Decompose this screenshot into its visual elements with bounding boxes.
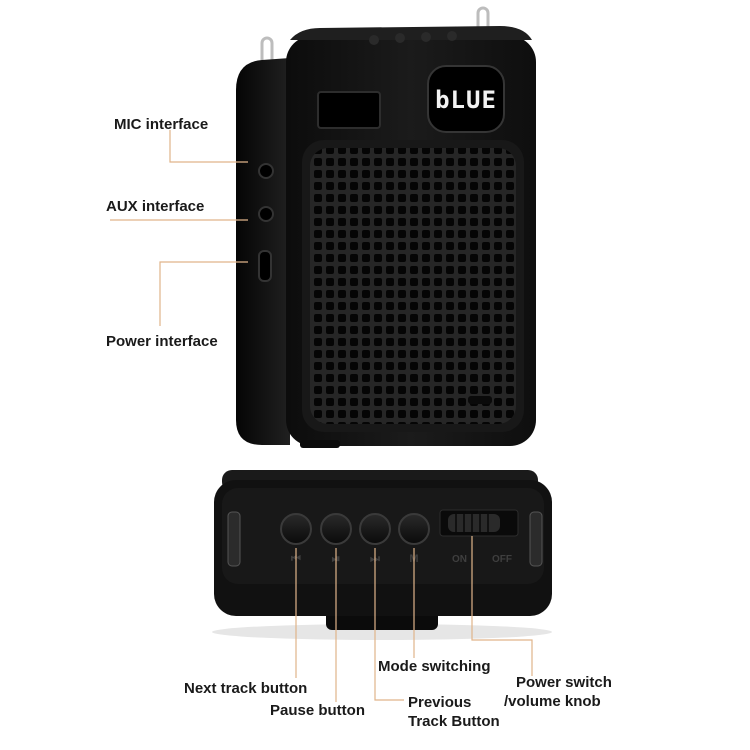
aux-port bbox=[258, 206, 274, 222]
leader-lines bbox=[110, 130, 533, 702]
mic-port bbox=[258, 163, 274, 179]
speaker-top-view: ⏮ ⏯ ⏭ M ON OFF bbox=[212, 470, 552, 640]
previous-track-label-line2: Track Button bbox=[408, 713, 500, 730]
power-switch-label-line1: Power switch bbox=[516, 674, 612, 691]
mode-switching-label: Mode switching bbox=[378, 658, 491, 675]
aux-interface-label: AUX interface bbox=[106, 198, 205, 215]
speaker-grille bbox=[310, 148, 516, 424]
on-text: ON bbox=[452, 554, 467, 565]
off-text: OFF bbox=[492, 554, 512, 565]
power-switch-label-line2: /volume knob bbox=[504, 693, 601, 710]
display-text: bLUE bbox=[435, 86, 497, 114]
power-port bbox=[258, 250, 272, 282]
previous-track-label-line1: Previous bbox=[408, 694, 472, 711]
next-track-label: Next track button bbox=[184, 680, 308, 697]
card-slot bbox=[317, 91, 381, 129]
pause-label: Pause button bbox=[270, 702, 366, 719]
led-display: bLUE bbox=[427, 65, 505, 133]
mic-interface-label: MIC interface bbox=[114, 116, 209, 133]
power-interface-label: Power interface bbox=[106, 333, 218, 350]
top-buttons bbox=[369, 31, 457, 45]
volume-knob-graphic: ON OFF bbox=[439, 509, 519, 565]
speaker-front-view: bLUE bbox=[236, 6, 536, 448]
